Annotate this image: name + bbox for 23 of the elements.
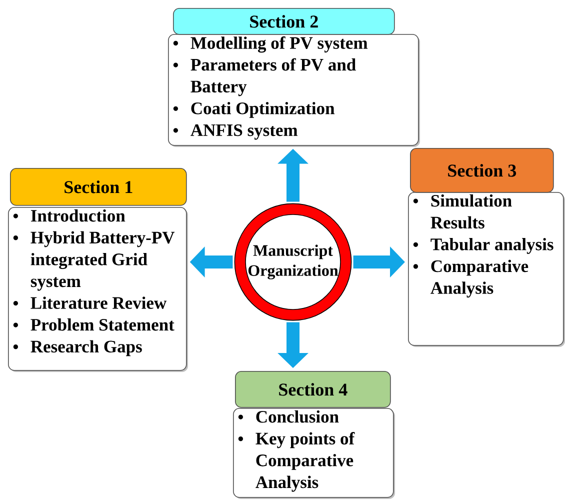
list-box — [408, 192, 565, 347]
list-item: Research Gaps — [13, 340, 142, 356]
list-item: Tabular analysis — [413, 238, 554, 254]
list-item: Hybrid Battery-PV integrated Grid system — [13, 231, 175, 291]
list-item: ANFIS system — [173, 124, 298, 140]
list-box — [168, 34, 420, 147]
list-item: Modelling of PV system — [173, 36, 368, 53]
section-header: Section 3 — [410, 148, 554, 193]
list-item: Parameters of PV and Battery — [173, 58, 356, 96]
section-header: Section 4 — [235, 371, 391, 408]
list-item: Simulation Results — [413, 194, 512, 229]
section-header: Section 1 — [10, 168, 187, 206]
list-item: Coati Optimization — [173, 102, 335, 118]
list-item: Comparative Analysis — [413, 260, 528, 298]
list-item: Literature Review — [13, 296, 167, 309]
center-ring: Manuscript Organization — [234, 203, 352, 321]
list-item: Conclusion — [238, 410, 339, 423]
list-item: Problem Statement — [13, 318, 174, 331]
section-header: Section 2 — [173, 8, 395, 35]
list-box — [233, 408, 395, 499]
list-item: Introduction — [13, 209, 126, 222]
list-item: Key points of Comparative Analysis — [238, 432, 355, 492]
list-box — [8, 207, 188, 372]
